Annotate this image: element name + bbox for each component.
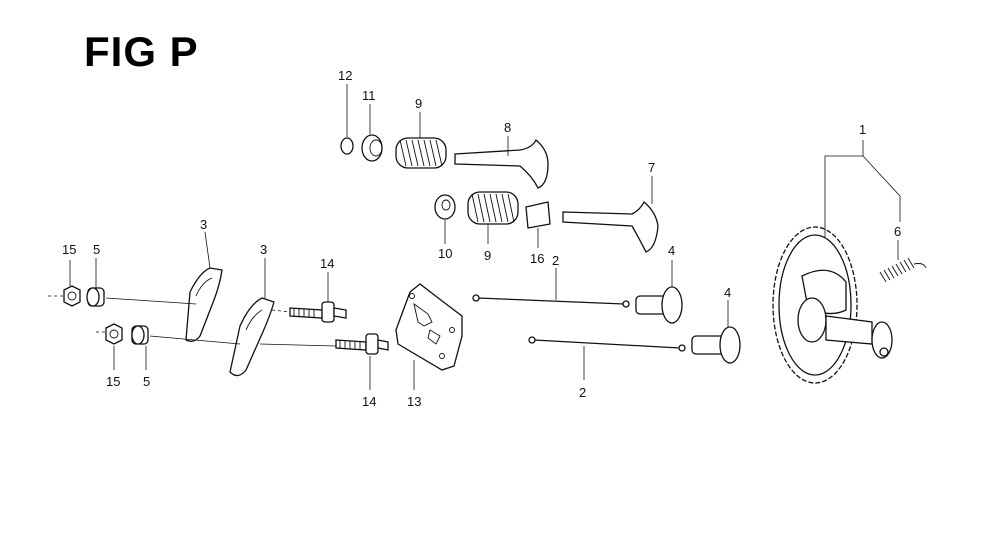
axis-line-upper-2 [105,297,197,305]
callout-8: 8 [504,120,511,135]
part-14-pivot-bolt-upper [271,272,347,323]
part-1-camshaft-gear [772,226,893,384]
callout-1: 1 [859,122,866,137]
part-2-push-rod-upper [472,268,630,308]
callout-9-lower: 9 [484,248,491,263]
part-10-washer [434,194,456,244]
part-12-keeper [340,84,354,155]
part-13-guide-plate [395,283,463,390]
figure-title: FIG P [84,28,199,75]
part-4-tappet-upper [635,260,683,324]
callout-5-lower: 5 [143,374,150,389]
part-9-valve-spring-upper [395,112,447,169]
part-7-valve [562,176,659,253]
callout-12: 12 [338,68,352,83]
callout-9-upper: 9 [415,96,422,111]
callout-13: 13 [407,394,421,409]
part-5-pivot-upper [86,258,105,307]
callout-10: 10 [438,246,452,261]
part-15-nut-upper [63,260,81,307]
callout-7: 7 [648,160,655,175]
part-5-pivot-lower [131,325,149,370]
part-11-retainer [361,104,383,162]
part-3-rocker-arm-right [229,258,275,377]
callout-2-upper: 2 [552,253,559,268]
callout-11: 11 [362,88,376,103]
callout-4-lower: 4 [724,285,731,300]
part-3-rocker-arm-left [185,231,223,342]
callout-16: 16 [530,251,544,266]
part-15-nut-lower [105,323,123,370]
callout-4-upper: 4 [668,243,675,258]
part-9-valve-spring-lower [467,191,519,244]
callout-14-lower: 14 [362,394,376,409]
part-8-valve [454,136,549,189]
callout-15-lower: 15 [106,374,120,389]
callout-5-upper: 5 [93,242,100,257]
callout-6: 6 [894,224,901,239]
callout-14-upper: 14 [320,256,334,271]
part-16-stem-seal [525,201,551,248]
callout-2-lower: 2 [579,385,586,400]
part-4-tappet-lower [691,300,741,364]
callout-15-upper: 15 [62,242,76,257]
part-2-push-rod-lower [528,336,686,380]
part-1-leader [824,140,901,238]
axis-line-lower-2 [149,335,241,345]
callout-3-right: 3 [260,242,267,257]
part-14-pivot-bolt-lower [259,333,389,390]
part-6-spring [879,240,927,283]
callout-3-left: 3 [200,217,207,232]
